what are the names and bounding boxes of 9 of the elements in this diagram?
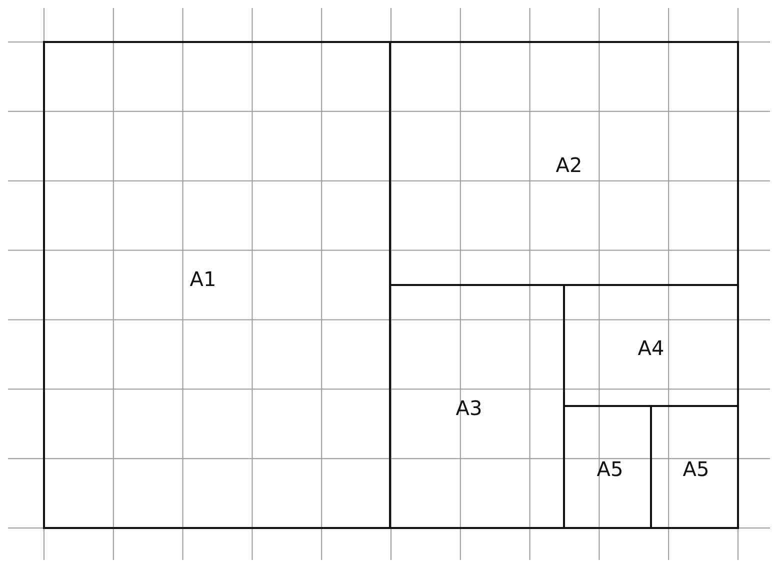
area-label: A2 <box>556 153 582 177</box>
area-label: A5 <box>596 457 624 481</box>
area-label: A4 <box>638 336 664 360</box>
area-label: A3 <box>456 396 482 420</box>
area-rectangle <box>650 405 739 529</box>
area-label: A5 <box>682 457 710 481</box>
area-label: A1 <box>190 267 216 291</box>
area-rectangle <box>43 41 391 529</box>
area-rectangle <box>389 41 739 286</box>
